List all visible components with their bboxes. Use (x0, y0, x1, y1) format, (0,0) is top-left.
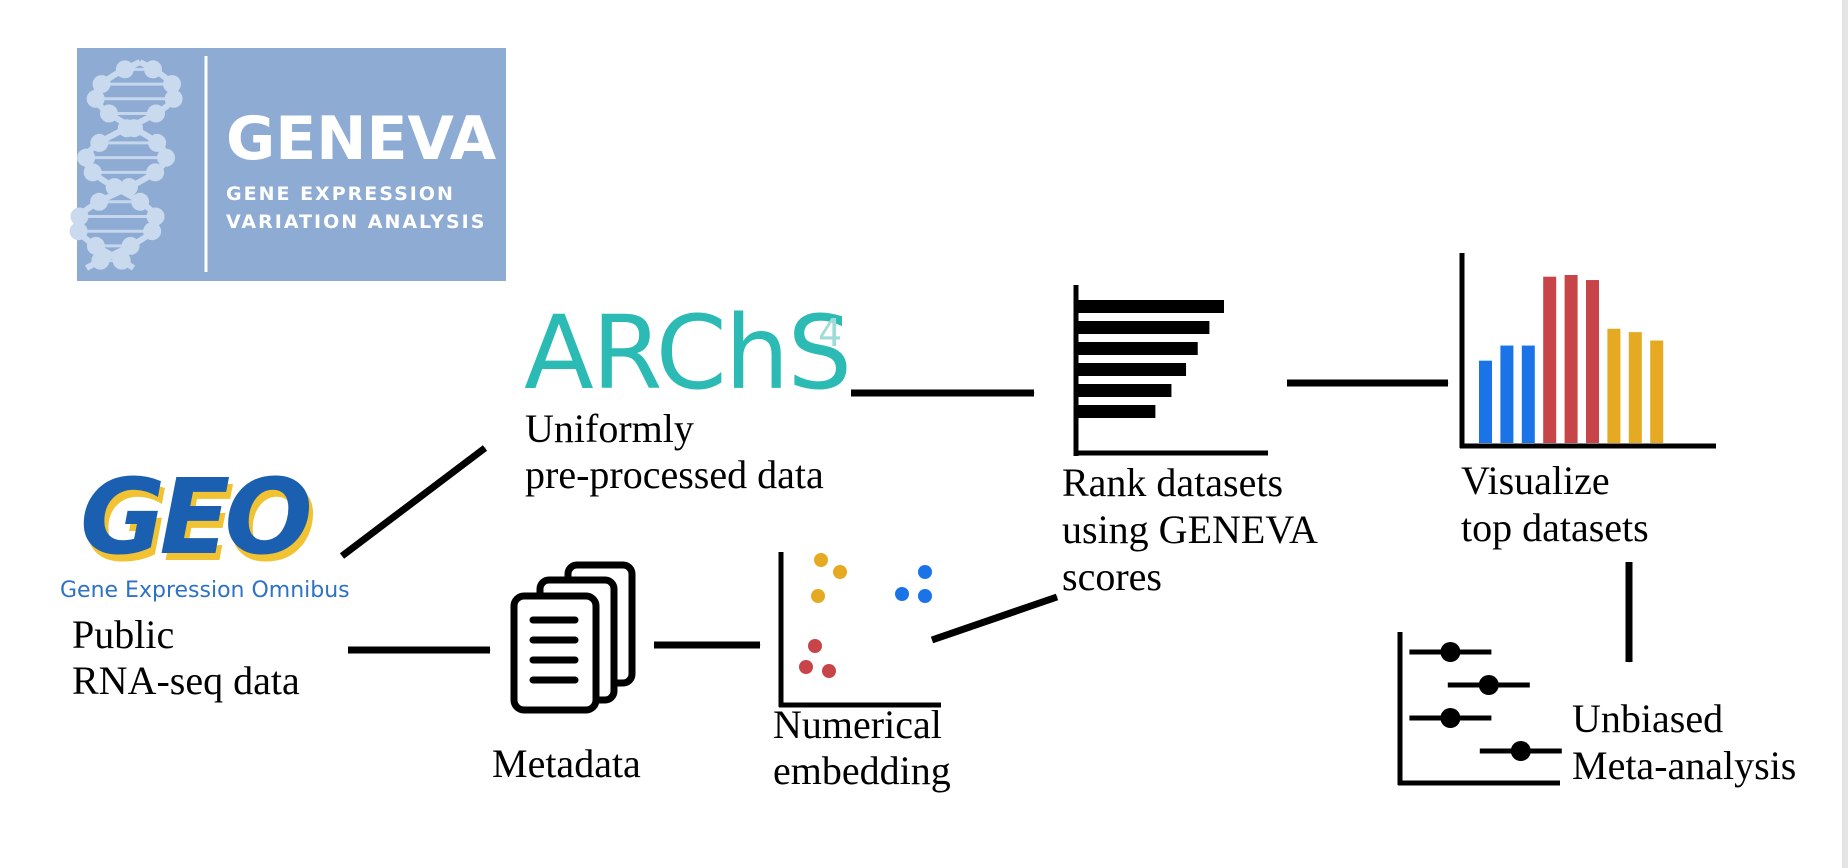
archs4-label-1: Uniformly (525, 406, 694, 451)
forest-point (1510, 741, 1531, 761)
dna-strand (82, 59, 179, 271)
visualize-bar (1607, 328, 1621, 443)
forest-point (1478, 675, 1499, 695)
visualize-bar-chart-icon (1459, 253, 1716, 449)
archs4-logo-superscript: 4 (818, 311, 842, 355)
arrow-geo-to-archs4 (339, 445, 488, 559)
geneva-logo-subtitle-2: VARIATION ANALYSIS (226, 211, 486, 233)
visualize-bar (1521, 345, 1535, 443)
meta-label-2: Meta-analysis (1572, 743, 1796, 788)
visualize-label-1: Visualize (1461, 458, 1610, 503)
archs4-logo-text: ARChS (524, 294, 850, 413)
rank-label-1: Rank datasets (1062, 460, 1283, 505)
geneva-logo: GENEVA GENE EXPRESSION VARIATION ANALYSI… (69, 48, 506, 281)
scatter-point (799, 660, 813, 674)
scatter-point (833, 565, 847, 579)
scatter-point (895, 587, 909, 601)
visualize-bar (1628, 332, 1642, 443)
arrow-embedding-to-rank (930, 593, 1059, 644)
visualize-bar (1500, 345, 1514, 443)
forest-point (1440, 708, 1461, 728)
dna-helix-icon (69, 59, 183, 271)
scatter-point (808, 639, 822, 653)
geo-logo: GEO GEO Gene Expression Omnibus (60, 456, 350, 603)
scatter-point (918, 565, 932, 579)
rank-bar (1078, 321, 1210, 334)
visualize-bar (1543, 276, 1557, 443)
meta-label-1: Unbiased (1572, 696, 1723, 741)
metadata-label: Metadata (492, 741, 641, 786)
geneva-logo-name: GENEVA (226, 104, 497, 174)
visualize-bar (1479, 360, 1492, 443)
scatter-point (814, 553, 828, 567)
scatter-point (822, 664, 836, 678)
public-data-label-2: RNA-seq data (72, 658, 300, 703)
embedding-label-1: Numerical (773, 702, 942, 747)
visualize-bar (1586, 280, 1599, 443)
rank-label-2: using GENEVA (1062, 507, 1318, 552)
scatter-point (918, 589, 932, 603)
visualize-label-2: top datasets (1461, 505, 1649, 550)
embedding-scatter-icon (778, 552, 941, 708)
rank-bar-chart-icon (1073, 285, 1268, 456)
visualize-bar (1650, 340, 1664, 443)
geo-logo-shadow: GEO (84, 463, 313, 585)
rank-bar (1078, 405, 1156, 418)
forest-plot-icon (1397, 632, 1562, 786)
scrollbar[interactable] (1842, 0, 1848, 868)
rank-bar (1078, 342, 1198, 355)
scatter-point (811, 589, 825, 603)
rank-bar (1078, 363, 1187, 376)
geneva-logo-background (77, 48, 506, 281)
rank-label-3: scores (1062, 554, 1162, 599)
rank-bar (1078, 384, 1172, 397)
visualize-bar (1564, 275, 1578, 443)
geneva-logo-subtitle-1: GENE EXPRESSION (226, 183, 455, 205)
dna-strand (73, 59, 170, 271)
public-data-label-1: Public (72, 612, 174, 657)
rank-bar (1078, 300, 1224, 313)
embedding-label-2: embedding (773, 748, 951, 793)
geo-logo-text: GEO (80, 456, 309, 578)
archs4-logo: ARChS 4 (524, 294, 852, 413)
documents-icon (510, 561, 636, 714)
archs4-label-2: pre-processed data (525, 452, 824, 497)
geo-logo-caption: Gene Expression Omnibus (60, 578, 350, 603)
forest-point (1440, 642, 1461, 662)
